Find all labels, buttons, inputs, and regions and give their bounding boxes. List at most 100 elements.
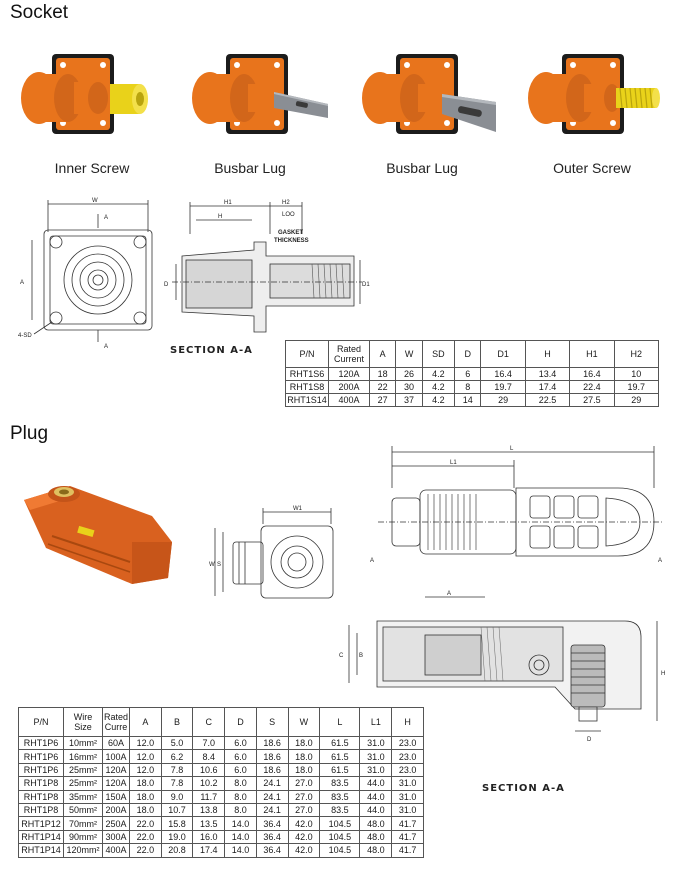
socket-col-h: H (524, 340, 571, 368)
socket-col-h2: H2 (613, 340, 660, 368)
table-cell: 36.4 (255, 816, 289, 831)
table-cell: 22.0 (129, 843, 162, 858)
table-cell: 8.0 (224, 776, 257, 791)
socket-section-label: SECTION A-A (170, 345, 253, 356)
table-cell: 24.1 (255, 776, 289, 791)
table-cell: 18.0 (129, 802, 162, 818)
table-cell: 10mm² (63, 735, 103, 751)
table-cell: 6.0 (224, 735, 257, 751)
table-cell: 42.0 (287, 816, 321, 831)
plug-label-a-left: A (370, 558, 374, 564)
table-cell: 61.5 (319, 749, 361, 764)
socket-spec-table: P/N Rated Current A W SD D D1 H H1 H2 RH… (285, 340, 660, 407)
table-cell: 18.0 (129, 776, 162, 791)
table-cell: RHT1P8 (18, 802, 64, 818)
table-cell: 14 (454, 393, 482, 407)
plug-col-s: S (255, 707, 289, 737)
table-cell: 13.8 (192, 802, 226, 818)
table-cell: 61.5 (319, 735, 361, 751)
socket-label-thickness: THICKNESS (274, 238, 309, 244)
plug-spec-table: P/N Wire Size Rated Curre A B C D S W L … (18, 707, 424, 858)
socket-col-d1: D1 (480, 340, 526, 368)
socket-title: Socket (10, 2, 69, 23)
plug-label-w: W (209, 562, 215, 568)
plug-title: Plug (10, 423, 49, 444)
table-cell: 6 (454, 367, 482, 381)
table-cell: 31.0 (391, 776, 424, 791)
table-cell: 200A (102, 802, 130, 818)
table-cell: 36.4 (255, 843, 289, 858)
table-cell: 50mm² (63, 802, 103, 818)
table-cell: 5.0 (160, 735, 194, 751)
table-cell: 27.0 (287, 802, 321, 818)
table-cell: 31.0 (359, 762, 393, 778)
table-cell: 12.0 (129, 762, 162, 778)
table-cell: 36.4 (255, 829, 289, 845)
table-cell: 13.4 (524, 367, 571, 381)
plug-label-d: D (587, 737, 592, 743)
table-cell: 4.2 (421, 393, 456, 407)
table-cell: 61.5 (319, 762, 361, 778)
socket-outer-screw-image (522, 48, 672, 148)
table-cell: 22.5 (524, 393, 571, 407)
socket-col-h1: H1 (569, 340, 615, 368)
plug-product-image (12, 470, 187, 590)
socket-front-view-drawing: W A A 4-SD A (14, 192, 164, 352)
table-cell: 27.0 (287, 776, 321, 791)
socket-table-header-row: P/N Rated Current A W SD D D1 H H1 H2 (285, 340, 660, 368)
table-cell: 23.0 (391, 735, 424, 751)
table-cell: 6.0 (224, 749, 257, 764)
socket-label-a-top: A (104, 215, 108, 221)
table-cell: 48.0 (359, 829, 393, 845)
table-cell: 7.8 (160, 762, 194, 778)
table-cell: 31.0 (391, 789, 424, 804)
table-cell: 22.4 (569, 380, 615, 394)
table-cell: 8.4 (192, 749, 226, 764)
table-cell: 41.7 (391, 829, 424, 845)
table-cell: 11.7 (192, 789, 226, 804)
table-cell: RHT1S8 (285, 380, 329, 394)
table-cell: 14.0 (224, 816, 257, 831)
table-cell: 18.6 (255, 762, 289, 778)
plug-label-b: B (359, 653, 363, 659)
table-cell: 104.5 (319, 829, 361, 845)
table-cell: 6.2 (160, 749, 194, 764)
table-cell: 48.0 (359, 816, 393, 831)
plug-col-rated-current: Rated Curre (102, 707, 130, 737)
plug-col-a: A (129, 707, 162, 737)
plug-col-wire-size: Wire Size (63, 707, 103, 737)
table-cell: 27 (368, 393, 397, 407)
socket-caption-busbar-lug-1: Busbar Lug (214, 160, 286, 176)
plug-label-c: C (339, 653, 344, 659)
socket-col-d: D (454, 340, 482, 368)
plug-section-label: SECTION A-A (482, 783, 565, 794)
table-cell: RHT1S14 (285, 393, 329, 407)
plug-col-d: D (224, 707, 257, 737)
table-cell: 19.7 (480, 380, 526, 394)
table-row: RHT1S14 400A 27 37 4.2 14 29 22.5 27.5 2… (285, 393, 660, 407)
plug-col-l: L (319, 707, 361, 737)
socket-inner-screw-image (14, 48, 159, 148)
table-cell: RHT1P6 (18, 749, 64, 764)
table-cell: 25mm² (63, 762, 103, 778)
table-cell: 4.2 (421, 380, 456, 394)
table-cell: 12.0 (129, 735, 162, 751)
table-cell: 18.0 (129, 789, 162, 804)
table-cell: 31.0 (359, 749, 393, 764)
socket-label-h2: H2 (282, 200, 290, 206)
plug-label-w1: W1 (293, 506, 303, 512)
table-cell: 250A (102, 816, 130, 831)
table-cell: 26 (395, 367, 423, 381)
table-cell: 16.0 (192, 829, 226, 845)
table-cell: 16.4 (480, 367, 526, 381)
table-cell: 27.5 (569, 393, 615, 407)
table-cell: 12.0 (129, 749, 162, 764)
socket-label-4sd: 4-SD (18, 333, 32, 339)
plug-table-header-row: P/N Wire Size Rated Curre A B C D S W L … (18, 707, 424, 737)
socket-label-gasket: GASKET (278, 230, 303, 236)
table-cell: 29 (480, 393, 526, 407)
